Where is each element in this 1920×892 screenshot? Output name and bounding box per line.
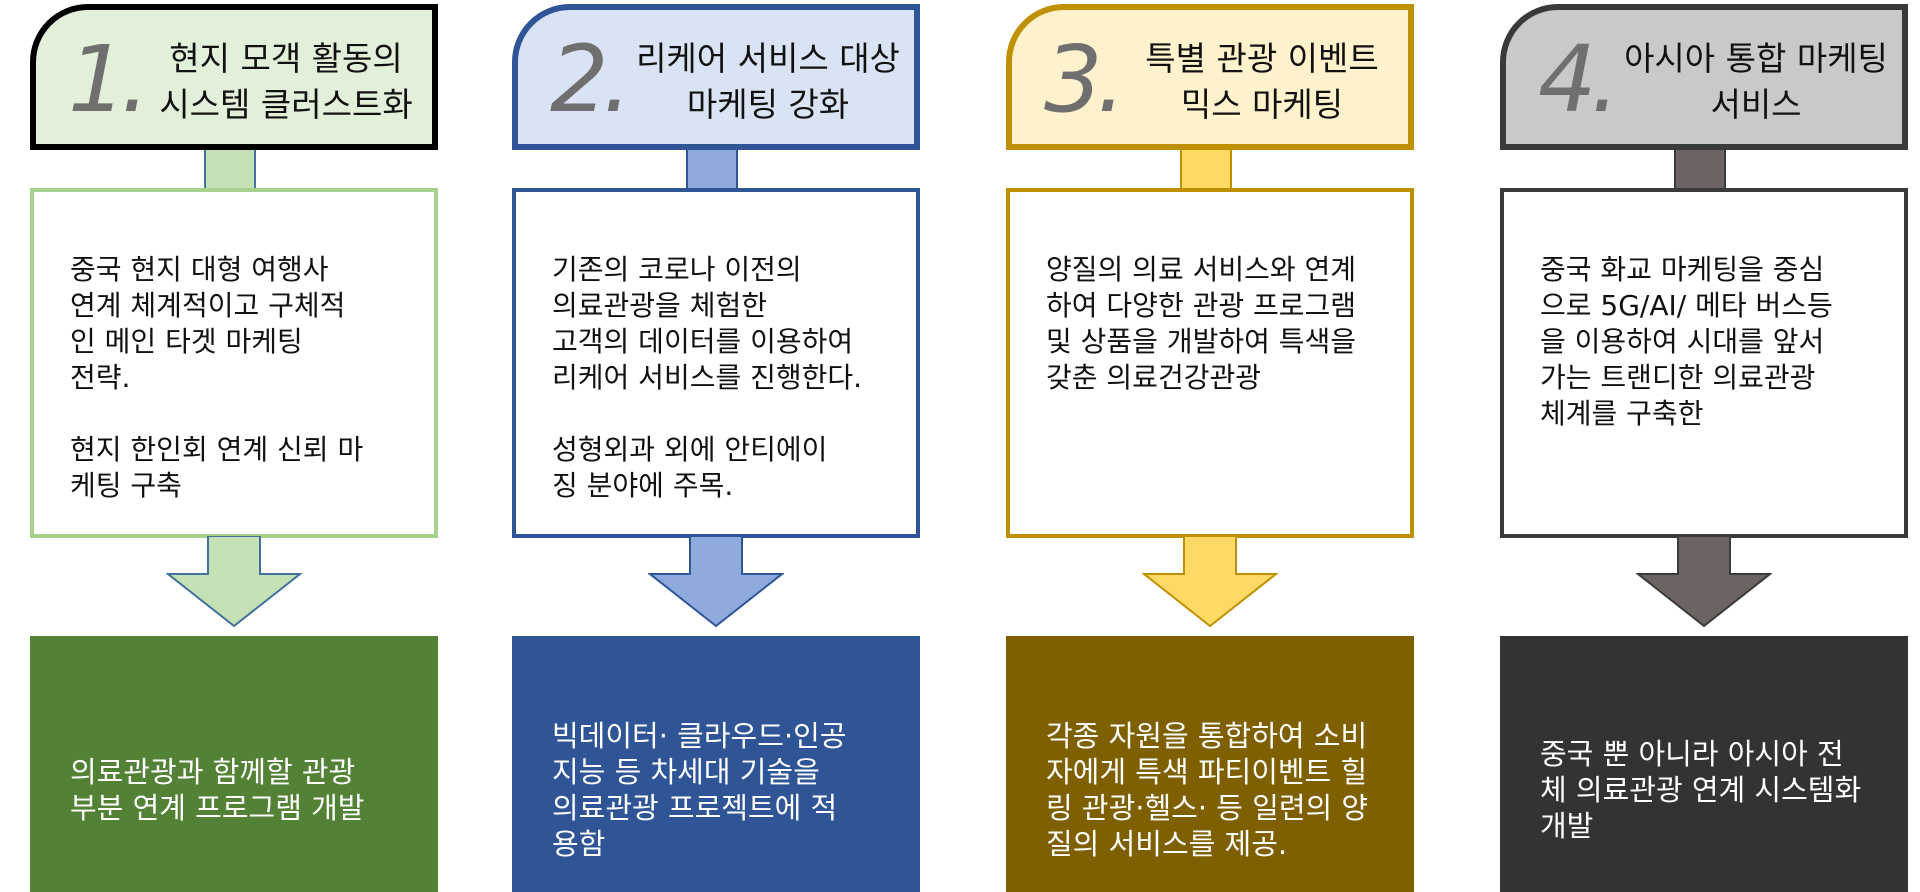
connector-bar (1180, 150, 1232, 190)
strategy-header: 4. 아시아 통합 마케팅 서비스 (1500, 4, 1908, 150)
strategy-description: 양질의 의료 서비스와 연계 하여 다양한 관광 프로그램 및 상품을 개발하여… (1006, 188, 1414, 538)
outcome-text: 빅데이터· 클라우드·인공 지능 등 차세대 기술을 의료관광 프로젝트에 적 … (552, 719, 847, 861)
strategy-outcome: 의료관광과 함께할 관광 부분 연계 프로그램 개발 (30, 636, 438, 892)
step-number: 3. (1044, 26, 1126, 133)
strategy-column-1: 1. 현지 모객 활동의 시스템 클러스트화 중국 현지 대형 여행사 연계 체… (30, 0, 450, 892)
outcome-text: 중국 뿐 아니라 아시아 전 체 의료관광 연계 시스템화 개발 (1540, 737, 1862, 843)
connector-bar (204, 150, 256, 190)
strategy-description: 기존의 코로나 이전의 의료관광을 체험한 고객의 데이터를 이용하여 리케어 … (512, 188, 920, 538)
step-number: 2. (550, 26, 632, 133)
strategy-outcome: 중국 뿐 아니라 아시아 전 체 의료관광 연계 시스템화 개발 (1500, 636, 1908, 892)
strategy-header: 2. 리케어 서비스 대상 마케팅 강화 (512, 4, 920, 150)
strategy-description: 중국 현지 대형 여행사 연계 체계적이고 구체적 인 메인 타겟 마케팅 전략… (30, 188, 438, 538)
strategy-header: 3. 특별 관광 이벤트 믹스 마케팅 (1006, 4, 1414, 150)
connector-bar (686, 150, 738, 190)
step-number: 1. (68, 26, 150, 133)
strategy-outcome: 빅데이터· 클라우드·인공 지능 등 차세대 기술을 의료관광 프로젝트에 적 … (512, 636, 920, 892)
step-number: 4. (1538, 26, 1620, 133)
strategy-title: 현지 모객 활동의 시스템 클러스트화 (159, 39, 413, 124)
down-arrow-icon (648, 536, 784, 628)
down-arrow-icon (1142, 536, 1278, 628)
strategy-title: 특별 관광 이벤트 믹스 마케팅 (1145, 39, 1379, 124)
strategy-header: 1. 현지 모객 활동의 시스템 클러스트화 (30, 4, 438, 150)
strategy-title: 아시아 통합 마케팅 서비스 (1624, 39, 1888, 124)
outcome-text: 의료관광과 함께할 관광 부분 연계 프로그램 개발 (70, 755, 365, 825)
strategy-description: 중국 화교 마케팅을 중심 으로 5G/AI/ 메타 버스등 을 이용하여 시대… (1500, 188, 1908, 538)
strategy-column-2: 2. 리케어 서비스 대상 마케팅 강화 기존의 코로나 이전의 의료관광을 체… (512, 0, 932, 892)
strategy-column-4: 4. 아시아 통합 마케팅 서비스 중국 화교 마케팅을 중심 으로 5G/AI… (1500, 0, 1920, 892)
down-arrow-icon (1636, 536, 1772, 628)
down-arrow-icon (166, 536, 302, 628)
strategy-title: 리케어 서비스 대상 마케팅 강화 (636, 39, 900, 124)
strategy-column-3: 3. 특별 관광 이벤트 믹스 마케팅 양질의 의료 서비스와 연계 하여 다양… (1006, 0, 1426, 892)
strategy-outcome: 각종 자원을 통합하여 소비 자에게 특색 파티이벤트 힐 링 관광·헬스· 등… (1006, 636, 1414, 892)
outcome-text: 각종 자원을 통합하여 소비 자에게 특색 파티이벤트 힐 링 관광·헬스· 등… (1046, 719, 1369, 861)
connector-bar (1674, 150, 1726, 190)
